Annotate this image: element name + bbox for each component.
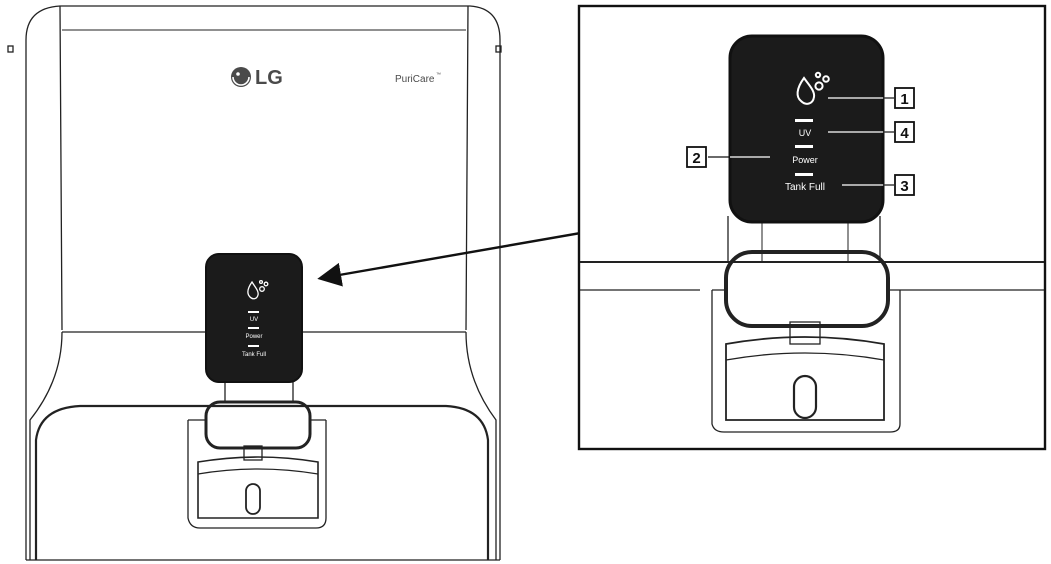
left-hinge [7, 45, 14, 53]
purifier-body-outline [25, 5, 501, 560]
control-panel-small: UV Power Tank Full [205, 253, 303, 383]
callout-4: 4 [894, 121, 915, 143]
power-led [795, 145, 813, 148]
inset-neck-inner [761, 216, 849, 262]
callout-1: 1 [894, 87, 915, 109]
water-drop-bubbles-icon [796, 71, 830, 105]
inset-tray-clip [789, 321, 821, 345]
callout-leaders [708, 97, 894, 186]
lg-logo-text: LG [255, 67, 283, 89]
inset-neck [727, 216, 881, 263]
water-drop-bubbles-icon [247, 279, 269, 300]
tank-full-label-small: Tank Full [242, 352, 266, 358]
inset-drain [792, 374, 818, 420]
uv-label: UV [799, 128, 812, 138]
front-panel-sides [59, 5, 469, 331]
power-label-small: Power [245, 334, 262, 340]
lg-logo: LG [231, 67, 283, 89]
puricare-logo: PuriCare [395, 74, 435, 85]
zoomed-dispenser [580, 216, 1044, 433]
callout-2: 2 [686, 146, 707, 168]
tank-full-label: Tank Full [785, 182, 825, 193]
callout-1-box [894, 87, 915, 109]
inset-drip-tray [725, 336, 885, 421]
drip-tray [197, 456, 319, 519]
callout-3: 3 [894, 174, 915, 196]
uv-led [795, 119, 813, 122]
uv-led-small [248, 311, 259, 313]
uv-label-small: UV [250, 317, 258, 323]
drip-tray-lip [197, 468, 319, 475]
tray-clip [243, 445, 263, 461]
tank-full-led-small [248, 345, 259, 347]
callout-3-box [894, 174, 915, 196]
inset-spout [724, 250, 890, 328]
lower-right-curve [465, 331, 497, 560]
inset-tray-frame [711, 290, 901, 433]
callout-1-number: 1 [900, 91, 908, 108]
lower-left-curve [29, 331, 63, 560]
power-label: Power [792, 155, 818, 165]
trademark-mark: ™ [436, 72, 441, 78]
callout-3-number: 3 [900, 178, 908, 195]
panel-small-body [205, 253, 303, 383]
right-hinge [495, 45, 502, 53]
purifier-front-view [7, 5, 502, 561]
dispenser-neck [224, 380, 294, 403]
tank-full-led [795, 173, 813, 176]
lg-logo-mark [231, 67, 251, 87]
power-led-small [248, 327, 259, 329]
panel-zoomed-body [728, 34, 885, 224]
callout-4-number: 4 [900, 125, 909, 142]
callout-2-number: 2 [692, 150, 700, 167]
inset-drip-tray-lip [725, 352, 885, 361]
base-pedestal [34, 404, 490, 560]
control-panel-zoomed: UV Power Tank Full [728, 34, 885, 224]
drip-tray-frame [187, 420, 327, 529]
drip-tray-drain [245, 483, 261, 515]
callout-2-box [686, 146, 707, 168]
dispenser-spout [204, 400, 312, 450]
callout-4-box [894, 121, 915, 143]
